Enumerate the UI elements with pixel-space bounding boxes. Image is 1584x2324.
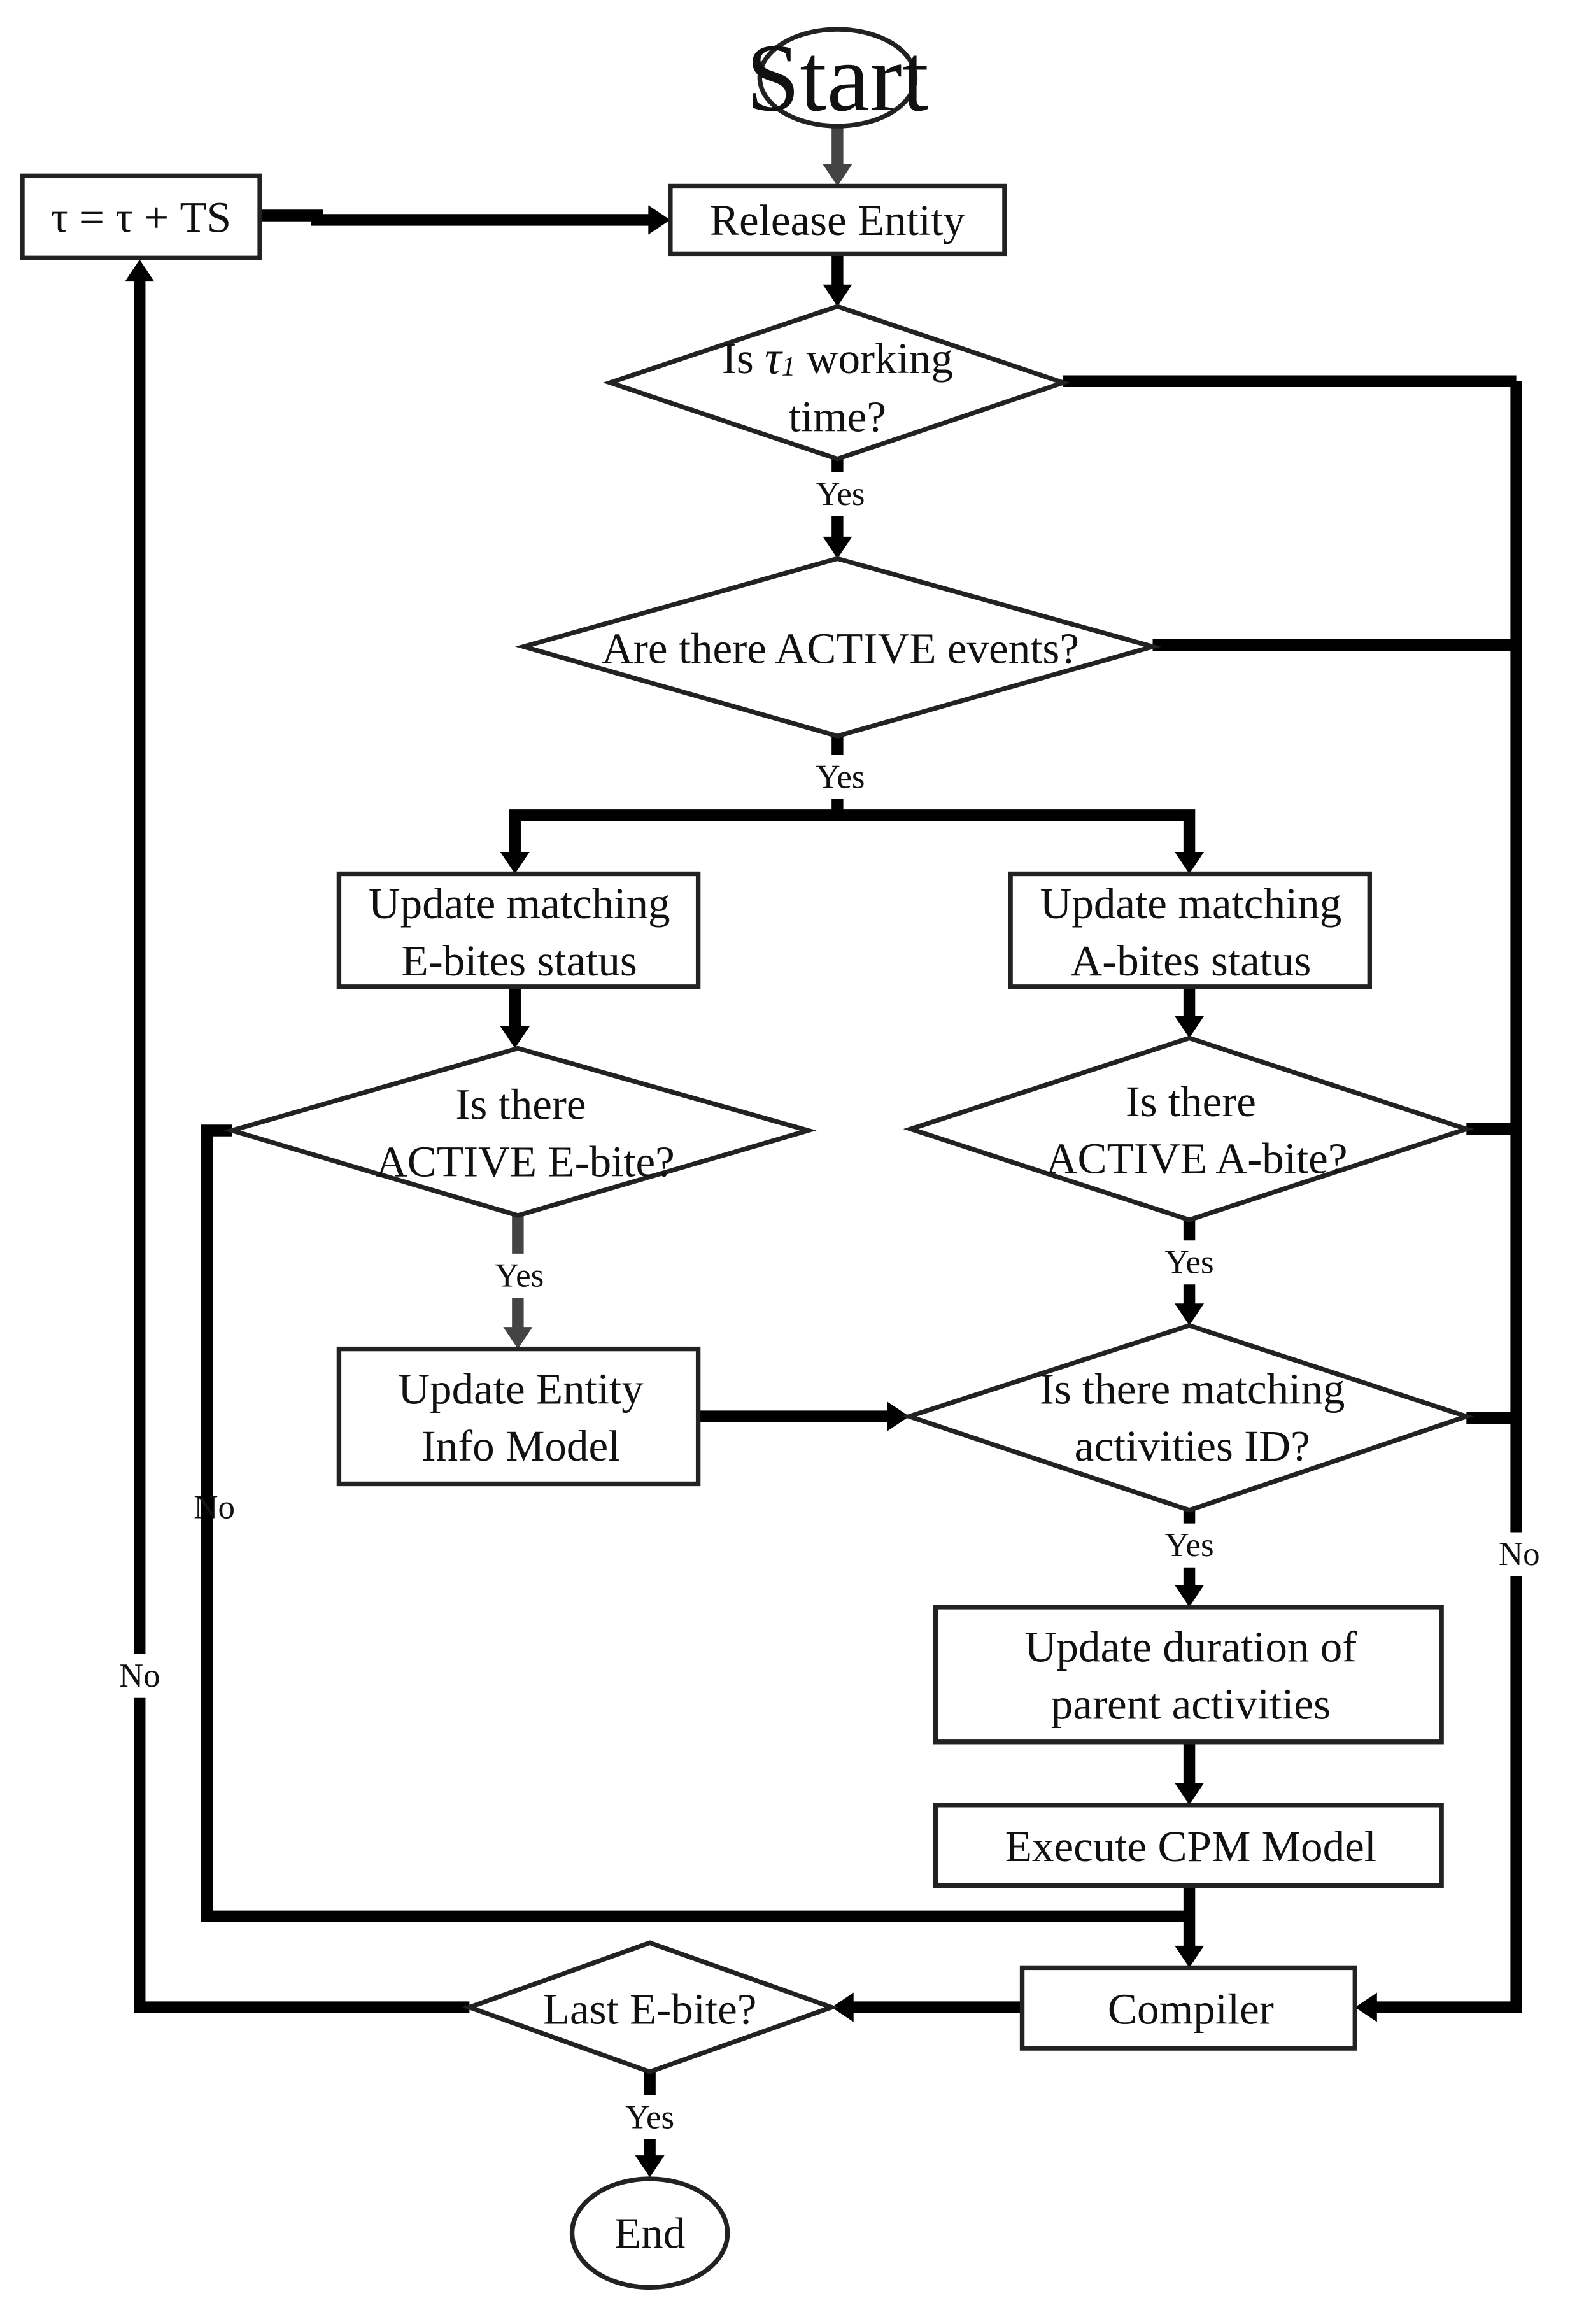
working-time-line2: time? [789, 392, 886, 441]
active-abite-line2: ACTIVE A-bite? [1046, 1134, 1348, 1183]
tau-update-box: τ = τ + TS [20, 173, 262, 260]
update-duration-box: Update duration of parent activities [933, 1605, 1444, 1745]
last-ebite-decision: Last E-bite? [462, 1940, 839, 2074]
working-time-line1: Is τ1 working [722, 332, 953, 384]
end-label: End [614, 2209, 685, 2258]
edge-last-ebite-no [125, 259, 470, 2013]
edge-active-events-yes [500, 736, 1205, 874]
active-abite-decision: Is there ACTIVE A-bite? [903, 1035, 1474, 1222]
update-abites-line2: A-bites status [1070, 936, 1311, 985]
working-time-decision: Is τ1 working time? [602, 304, 1071, 462]
edge-duration-to-cpm [1175, 1741, 1205, 1805]
execute-cpm-label: Execute CPM Model [1005, 1822, 1376, 1871]
update-entity-info-line2: Info Model [421, 1421, 621, 1470]
update-abites-box: Update matching A-bites status [1008, 871, 1373, 989]
active-events-decision: Are there ACTIVE events? [515, 556, 1162, 739]
yes-label-last-ebite: Yes [625, 2099, 674, 2136]
update-ebites-line2: E-bites status [402, 936, 637, 985]
end-node: End [569, 2176, 730, 2290]
compiler-label: Compiler [1108, 1984, 1274, 2033]
matching-activities-line2: activities ID? [1075, 1421, 1310, 1470]
release-entity-box: Release Entity [668, 183, 1007, 257]
update-entity-info-line1: Update Entity [398, 1364, 644, 1413]
yes-label-matching-activities: Yes [1165, 1527, 1214, 1564]
release-entity-label: Release Entity [710, 195, 965, 244]
edge-ebites-to-active-ebite [500, 986, 530, 1049]
yes-label-working-time: Yes [816, 476, 865, 513]
update-duration-line2: parent activities [1051, 1679, 1331, 1728]
last-ebite-label: Last E-bite? [543, 1984, 757, 2033]
active-ebite-line1: Is there [455, 1080, 586, 1129]
yes-label-active-ebite: Yes [495, 1257, 544, 1294]
edge-right-no [1063, 375, 1522, 2022]
tau-update-label: τ = τ + TS [51, 192, 231, 241]
no-label-right-column: No [1499, 1536, 1540, 1573]
yes-label-active-abite: Yes [1165, 1244, 1214, 1281]
start-node: Start [746, 24, 929, 131]
no-label-active-ebite: No [194, 1489, 235, 1526]
start-label: Start [746, 24, 929, 131]
active-ebite-line2: ACTIVE E-bite? [376, 1137, 675, 1186]
update-abites-line1: Update matching [1040, 879, 1341, 928]
edge-last-ebite-yes [635, 2071, 665, 2178]
edge-active-abite-yes [1175, 1219, 1205, 1326]
edge-release-to-working-time [823, 253, 852, 307]
active-abite-line1: Is there [1126, 1077, 1256, 1126]
update-duration-line1: Update duration of [1024, 1622, 1357, 1671]
edge-active-ebite-no [201, 1124, 1190, 1923]
active-ebite-decision: Is there ACTIVE E-bite? [223, 1045, 817, 1218]
matching-activities-line1: Is there matching [1040, 1364, 1345, 1413]
tau-subscript: 1 [781, 351, 795, 382]
edge-compiler-to-last-ebite [831, 1992, 1022, 2022]
update-ebites-box: Update matching E-bites status [336, 871, 701, 989]
update-ebites-line1: Update matching [369, 879, 670, 928]
tau-symbol: τ [765, 332, 783, 384]
edge-tau-to-release [260, 205, 670, 235]
edge-start-to-release [823, 126, 852, 187]
active-events-label: Are there ACTIVE events? [602, 623, 1079, 672]
matching-activities-decision: Is there matching activities ID? [902, 1322, 1474, 1513]
edge-active-ebite-yes [503, 1215, 533, 1349]
compiler-box: Compiler [1019, 1965, 1357, 2051]
execute-cpm-box: Execute CPM Model [933, 1803, 1444, 1888]
edge-cpm-to-compiler [1175, 1885, 1205, 1968]
yes-label-active-events: Yes [816, 759, 865, 796]
edge-entity-info-to-matching [698, 1401, 910, 1431]
no-label-last-ebite: No [119, 1657, 160, 1694]
update-entity-info-box: Update Entity Info Model [336, 1346, 701, 1487]
